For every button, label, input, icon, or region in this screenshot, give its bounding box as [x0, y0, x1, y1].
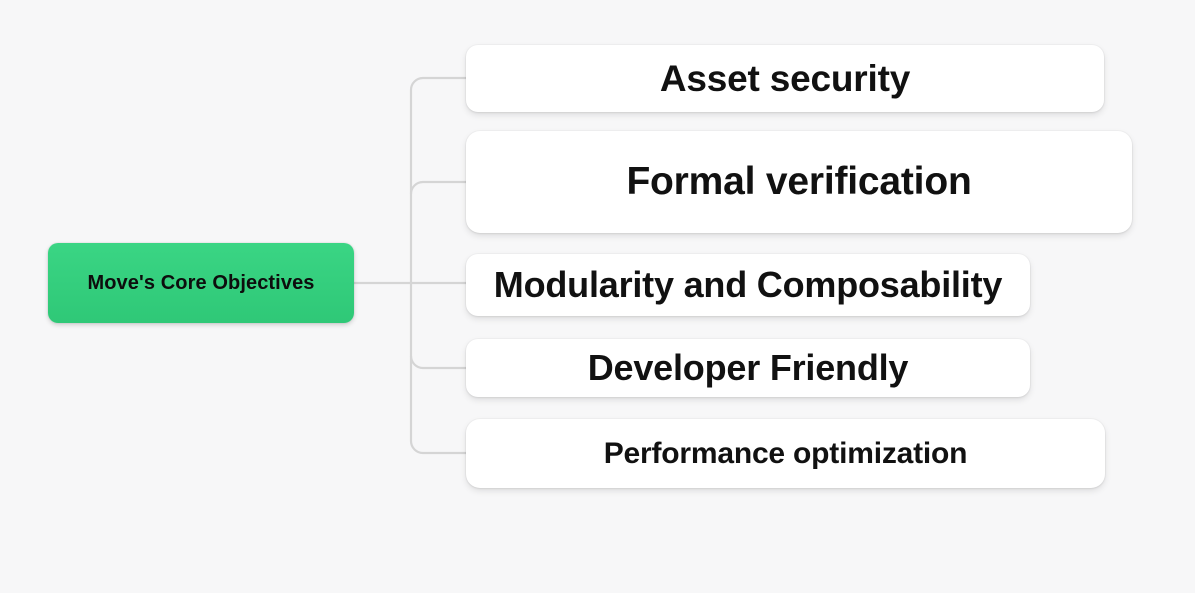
root-node[interactable]: Move's Core Objectives: [48, 243, 354, 323]
root-node-label: Move's Core Objectives: [87, 271, 315, 294]
connector-branch-4: [409, 440, 466, 455]
branch-node-label: Formal verification: [626, 160, 972, 203]
branch-node-asset-security[interactable]: Asset security: [466, 45, 1104, 112]
branch-node-label: Developer Friendly: [587, 347, 909, 388]
branch-node-formal-verification[interactable]: Formal verification: [466, 131, 1132, 233]
branch-node-label: Asset security: [659, 57, 911, 99]
branch-node-developer-friendly[interactable]: Developer Friendly: [466, 339, 1030, 397]
branch-node-performance-optimization[interactable]: Performance optimization: [466, 419, 1105, 488]
branch-node-label: Performance optimization: [603, 436, 968, 470]
connector-branch-1: [409, 180, 466, 195]
branch-node-label: Modularity and Composability: [493, 264, 1003, 305]
branch-node-modularity-and-composability[interactable]: Modularity and Composability: [466, 254, 1030, 316]
connector-branch-0: [409, 76, 466, 91]
connector-branch-3: [409, 355, 466, 370]
